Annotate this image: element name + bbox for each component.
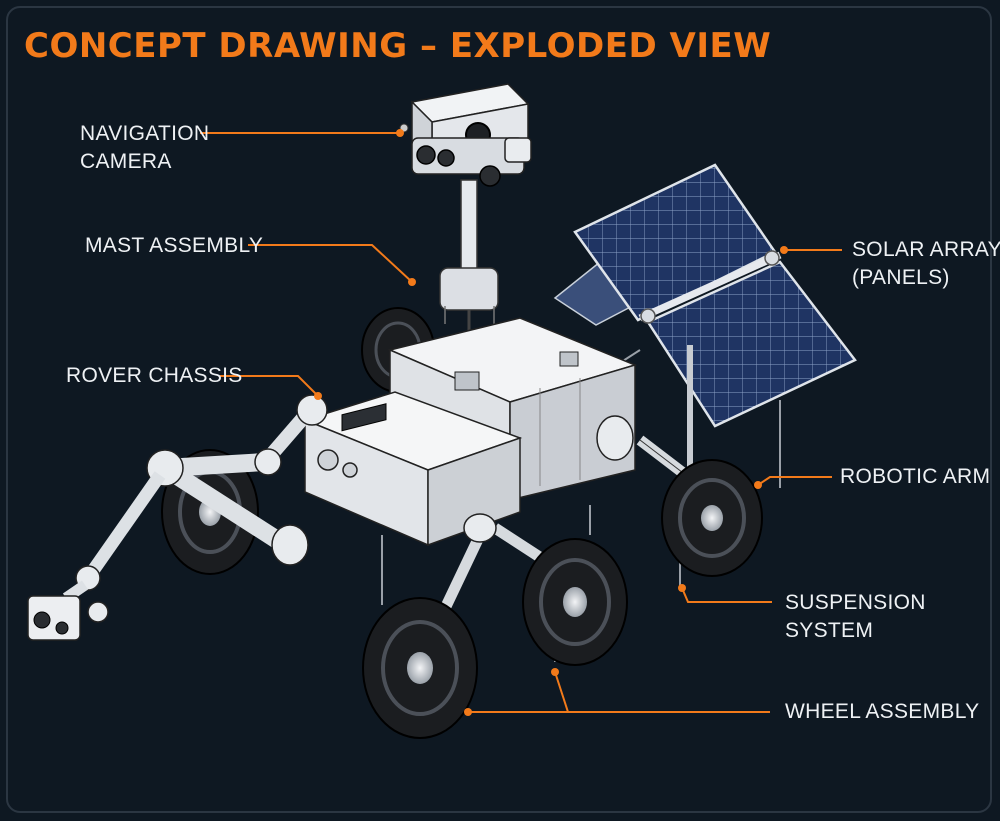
label-line: NAVIGATION bbox=[80, 122, 210, 145]
label-line: SUSPENSION bbox=[785, 591, 926, 614]
label-line: MAST ASSEMBLY bbox=[85, 234, 264, 257]
callout-dots bbox=[314, 129, 788, 716]
diagram-title: CONCEPT DRAWING – EXPLODED VIEW bbox=[24, 26, 772, 66]
leader-rover-chassis bbox=[220, 375, 319, 397]
callout-lines bbox=[200, 132, 842, 713]
leader-suspension bbox=[681, 587, 772, 603]
label-robotic-arm: ROBOTIC ARM bbox=[840, 463, 990, 491]
label-mast-assembly: MAST ASSEMBLY bbox=[85, 232, 263, 260]
label-line: (PANELS) bbox=[852, 266, 950, 289]
solar-array bbox=[553, 163, 857, 488]
leader-robotic-arm bbox=[757, 476, 832, 486]
front-wheel bbox=[362, 597, 478, 739]
leader-wheel-assembly bbox=[554, 671, 770, 713]
label-line: WHEEL ASSEMBLY bbox=[785, 700, 980, 723]
label-suspension-system: SUSPENSION SYSTEM bbox=[785, 589, 926, 645]
mast-assembly bbox=[439, 179, 499, 330]
label-wheel-assembly: WHEEL ASSEMBLY bbox=[785, 698, 979, 726]
leader-mast-assembly bbox=[248, 244, 413, 283]
label-line: SOLAR ARRAY bbox=[852, 238, 1000, 261]
navigation-camera bbox=[399, 83, 532, 187]
mid-right-wheel bbox=[522, 538, 628, 666]
label-navigation-camera: NAVIGATION CAMERA bbox=[80, 120, 209, 176]
robotic-arm bbox=[27, 394, 328, 641]
diagram-frame bbox=[6, 6, 992, 813]
label-line: SYSTEM bbox=[785, 619, 874, 642]
label-line: ROBOTIC ARM bbox=[840, 465, 991, 488]
rover-chassis bbox=[302, 317, 638, 547]
label-line: CAMERA bbox=[80, 150, 172, 173]
label-rover-chassis: ROVER CHASSIS bbox=[66, 362, 243, 390]
rear-right-wheel bbox=[661, 459, 763, 577]
label-solar-array: SOLAR ARRAY (PANELS) bbox=[852, 236, 1000, 292]
label-line: ROVER CHASSIS bbox=[66, 364, 243, 387]
